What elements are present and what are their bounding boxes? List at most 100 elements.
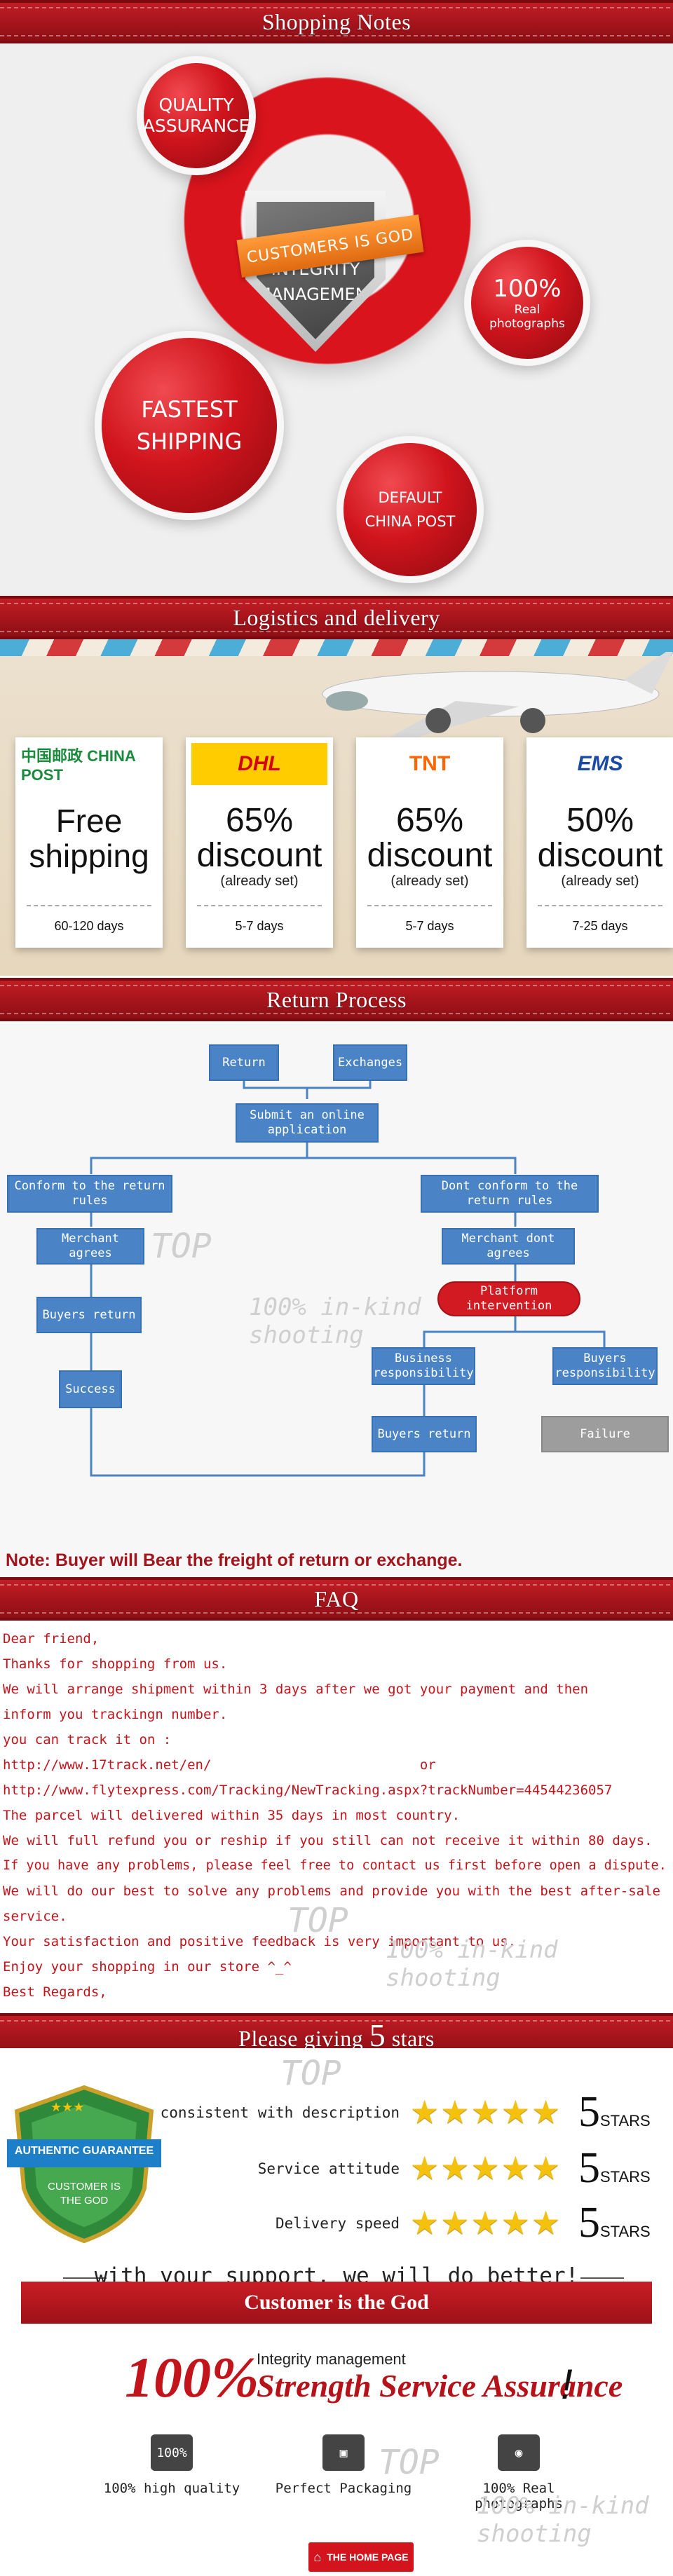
return-banner: Return Process <box>0 978 673 1021</box>
return-flowchart: TOP 100% in-kind shooting Return Exchang… <box>0 1023 673 1577</box>
node-business-resp: Business responsibility <box>372 1347 475 1385</box>
divider <box>580 2277 624 2279</box>
real-photographs-ball: 100% Real photographs <box>471 247 583 359</box>
rating-value: 5STARS <box>578 2144 651 2192</box>
quality-icon: 100% <box>151 2434 193 2471</box>
feature-real-photos: ◉ 100% Real photographs <box>435 2434 603 2512</box>
divider <box>63 2277 107 2279</box>
default-china-post-ball: DEFAULT CHINA POST <box>344 443 477 576</box>
flow-connectors <box>90 1067 606 1477</box>
assurance-percent: 100% <box>125 2345 259 2409</box>
carrier-sub: (already set) <box>561 873 639 889</box>
carrier-card-dhl: DHL 65% discount (already set) 5-7 days <box>186 737 333 948</box>
ems-logo: EMS <box>577 752 623 775</box>
svg-text:★★★: ★★★ <box>50 2100 84 2114</box>
carrier-card-tnt: TNT 65% discount (already set) 5-7 days <box>356 737 503 948</box>
rating-label: consistent with description <box>160 2104 400 2121</box>
real-percent: 100% <box>493 275 562 303</box>
faq-line: Dear friend, <box>3 1631 100 1647</box>
faq-line: We will do our best to solve any problem… <box>3 1883 660 1899</box>
real-label: Real photographs <box>489 303 565 331</box>
node-buyers-return-left: Buyers return <box>36 1297 142 1333</box>
ratings-panel: ★★★ AUTHENTIC GUARANTEE CUSTOMER IS THE … <box>0 2048 673 2308</box>
tnt-logo: TNT <box>409 752 451 775</box>
carrier-days: 60-120 days <box>27 905 151 934</box>
section-title: Shopping Notes <box>261 8 412 34</box>
node-conform: Conform to the return rules <box>7 1175 172 1213</box>
watermark-top: TOP <box>151 1227 212 1266</box>
rating-value: 5STARS <box>578 2088 651 2136</box>
shopping-notes-banner: Shopping Notes <box>0 0 673 43</box>
authentic-guarantee-badge: ★★★ <box>7 2085 161 2244</box>
faq-line: The parcel will delivered within 35 days… <box>3 1808 461 1823</box>
shopping-notes-graphic: INTEGRITY MANAGEMENT CUSTOMERS IS GOD QU… <box>0 43 673 597</box>
section-title: Logistics and delivery <box>233 604 440 630</box>
star-rating-icon: ★★★★★ <box>410 2150 562 2186</box>
node-merchant-agrees: Merchant agrees <box>36 1228 144 1265</box>
home-page-button[interactable]: ⌂ THE HOME PAGE <box>308 2542 414 2572</box>
feature-packaging: ▣ Perfect Packaging <box>259 2434 428 2496</box>
node-dont-conform: Dont conform to the return rules <box>421 1175 599 1213</box>
china-post-logo: 中国邮政 CHINA POST <box>21 747 135 784</box>
node-platform: Platform intervention <box>437 1281 580 1316</box>
logistics-panel: 中国邮政 CHINA POST Free shipping 60-120 day… <box>0 639 673 976</box>
node-buyers-resp: Buyers responsibility <box>552 1347 658 1385</box>
feature-label: Perfect Packaging <box>275 2481 412 2496</box>
carrier-sub: (already set) <box>390 873 469 889</box>
carrier-sub: (already set) <box>220 873 299 889</box>
return-note: Note: Buyer will Bear the freight of ret… <box>6 1551 463 1570</box>
logistics-banner: Logistics and delivery <box>0 596 673 639</box>
faq-line: Your satisfaction and positive feedback … <box>3 1934 517 1949</box>
faq-line: We will full refund you or reship if you… <box>3 1833 653 1848</box>
feature-label: 100% high quality <box>103 2481 240 2496</box>
node-failure: Failure <box>541 1416 669 1452</box>
node-buyers-return-right: Buyers return <box>372 1416 477 1452</box>
badge-top-text: AUTHENTIC GUARANTEE <box>14 2145 154 2157</box>
watermark-text: 100% in-kind shooting <box>386 1936 558 1992</box>
feature-quality: 100% 100% high quality <box>88 2434 256 2496</box>
node-return: Return <box>209 1044 279 1081</box>
watermark-text: 100% in-kind shooting <box>477 2492 649 2548</box>
faq-line: We will arrange shipment within 3 days a… <box>3 1682 589 1697</box>
package-icon: ▣ <box>322 2434 365 2471</box>
watermark-text: 100% in-kind shooting <box>249 1293 421 1349</box>
dhl-logo: DHL <box>191 743 327 785</box>
stars-prefix: Please giving <box>238 2025 364 2051</box>
carrier-offer: 50% discount <box>537 802 663 874</box>
section-title: Please giving 5 stars <box>238 2017 435 2054</box>
badge-bottom-text: CUSTOMER IS THE GOD <box>48 2181 121 2207</box>
star-rating-icon: ★★★★★ <box>410 2094 562 2130</box>
rating-value: 5STARS <box>578 2199 651 2247</box>
faq-line: Enjoy your shopping in our store ^_^ <box>3 1959 292 1975</box>
assurance-panel: Customer is the God 100% Integrity manag… <box>0 2282 673 2576</box>
exclamation-mark: ! <box>561 2361 573 2408</box>
faq-link[interactable]: http://www.flytexpress.com/Tracking/NewT… <box>3 1783 613 1798</box>
carrier-days: 5-7 days <box>367 905 492 934</box>
section-title: Return Process <box>266 986 407 1012</box>
carrier-offer: 65% discount <box>196 802 322 874</box>
node-merchant-dont: Merchant dont agrees <box>442 1228 575 1265</box>
node-exchanges: Exchanges <box>333 1044 407 1081</box>
carrier-days: 7-25 days <box>538 905 662 934</box>
home-button-label: THE HOME PAGE <box>327 2551 409 2563</box>
watermark-top: TOP <box>379 2443 440 2482</box>
airplane-icon <box>322 652 673 740</box>
stars-number: 5 <box>369 2017 386 2053</box>
faq-line: you can track it on : <box>3 1732 172 1747</box>
node-submit: Submit an online application <box>236 1103 379 1143</box>
faq-banner: FAQ <box>0 1577 673 1621</box>
faq-line: If you have any problems, please feel fr… <box>3 1858 667 1873</box>
faq-line: Thanks for shopping from us. <box>3 1656 228 1672</box>
airmail-stripe <box>0 639 673 656</box>
feature-label: 100% Real photographs <box>475 2481 563 2512</box>
section-title: FAQ <box>314 1586 359 1611</box>
faq-line: service. <box>3 1909 67 1924</box>
watermark-top: TOP <box>287 1901 348 1940</box>
faq-link[interactable]: http://www.17track.net/en/ or <box>3 1757 436 1773</box>
carrier-days: 5-7 days <box>197 905 322 934</box>
home-icon: ⌂ <box>313 2549 322 2564</box>
faq-line: inform you trackingn number. <box>3 1707 228 1722</box>
assurance-small: Integrity management <box>257 2350 406 2368</box>
carrier-card-ems: EMS 50% discount (already set) 7-25 days <box>526 737 673 948</box>
camera-icon: ◉ <box>498 2434 540 2471</box>
